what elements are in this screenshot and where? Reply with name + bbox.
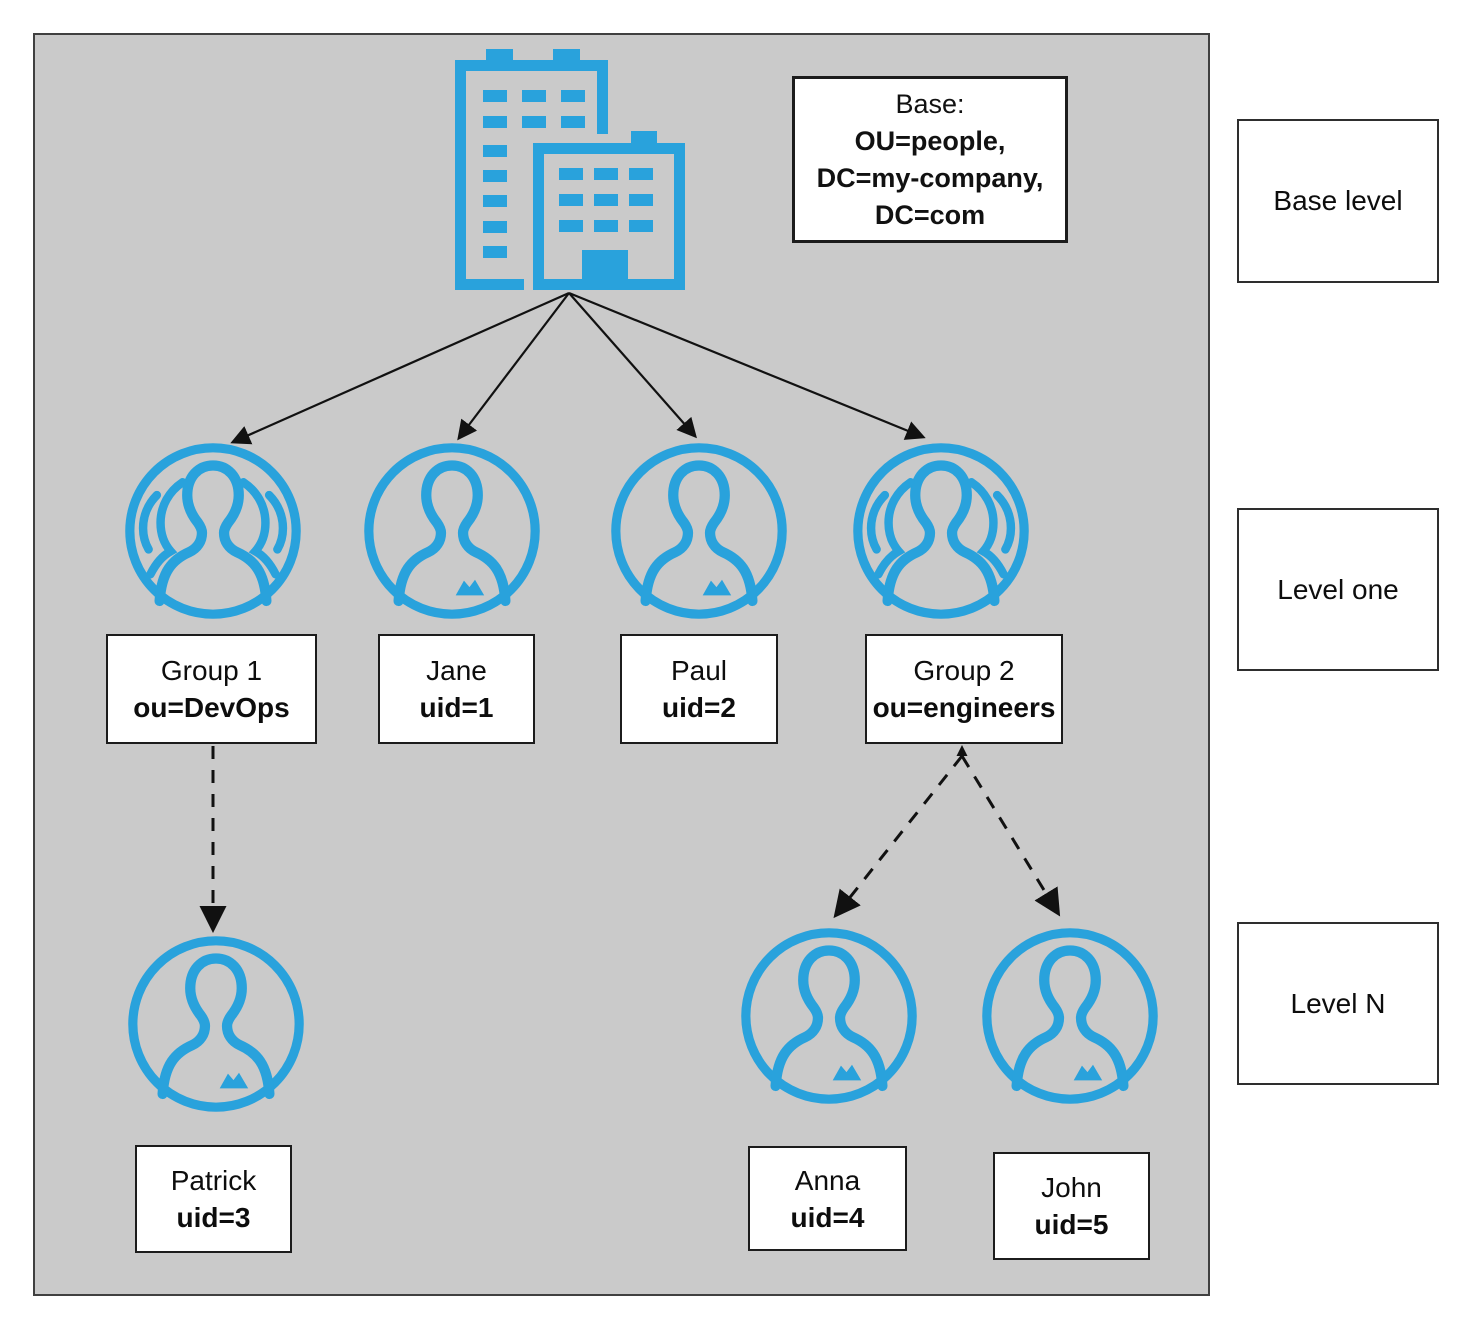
node-label-paul: Paul uid=2 xyxy=(620,634,778,744)
building-icon xyxy=(445,35,695,295)
edge-base-jane xyxy=(457,292,570,441)
legend-base-level: Base level xyxy=(1237,119,1439,283)
group-icon xyxy=(849,439,1033,623)
base-dn-title: Base: xyxy=(895,88,965,119)
user-icon xyxy=(607,439,791,623)
node-label-anna: Anna uid=4 xyxy=(748,1146,907,1251)
edge-group2-john xyxy=(960,755,1061,917)
edge-group2-apex-arrowhead xyxy=(956,745,968,756)
node-attr: uid=1 xyxy=(419,692,494,723)
node-attr: ou=engineers xyxy=(872,692,1056,723)
node-label-patrick: Patrick uid=3 xyxy=(135,1145,292,1253)
node-attr: uid=2 xyxy=(662,692,736,723)
node-name: John xyxy=(1041,1172,1102,1203)
edge-base-group1 xyxy=(230,291,570,445)
group-icon xyxy=(121,439,305,623)
node-attr: uid=4 xyxy=(790,1201,865,1233)
user-icon xyxy=(360,439,544,623)
legend-level-n: Level N xyxy=(1237,922,1439,1085)
base-dn-line: DC=com xyxy=(874,199,986,230)
node-name: Group 1 xyxy=(160,655,263,686)
node-label-group1: Group 1 ou=DevOps xyxy=(106,634,317,744)
edge-base-paul xyxy=(568,292,697,439)
edge-base-group2 xyxy=(568,291,926,440)
node-name: Group 2 xyxy=(913,655,1015,686)
node-attr: uid=3 xyxy=(176,1202,251,1233)
base-dn-line: DC=my-company, xyxy=(816,162,1044,193)
edge-group2-anna xyxy=(833,755,964,919)
legend-label: Base level xyxy=(1273,185,1403,216)
node-label-john: John uid=5 xyxy=(993,1152,1150,1260)
base-dn-box: Base: OU=people, DC=my-company, DC=com xyxy=(792,76,1068,243)
node-name: Patrick xyxy=(170,1165,257,1196)
legend-label: Level N xyxy=(1290,987,1386,1019)
user-icon xyxy=(978,924,1162,1108)
user-icon xyxy=(737,924,921,1108)
node-name: Jane xyxy=(426,655,487,686)
node-attr: uid=5 xyxy=(1034,1209,1109,1240)
legend-label: Level one xyxy=(1277,573,1399,605)
node-name: Paul xyxy=(670,655,728,686)
node-name: Anna xyxy=(794,1164,861,1196)
node-attr: ou=DevOps xyxy=(133,692,290,723)
base-dn-line: OU=people, xyxy=(854,125,1006,156)
node-label-group2: Group 2 ou=engineers xyxy=(865,634,1063,744)
legend-level-one: Level one xyxy=(1237,508,1439,671)
user-icon xyxy=(124,932,308,1116)
node-label-jane: Jane uid=1 xyxy=(378,634,535,744)
